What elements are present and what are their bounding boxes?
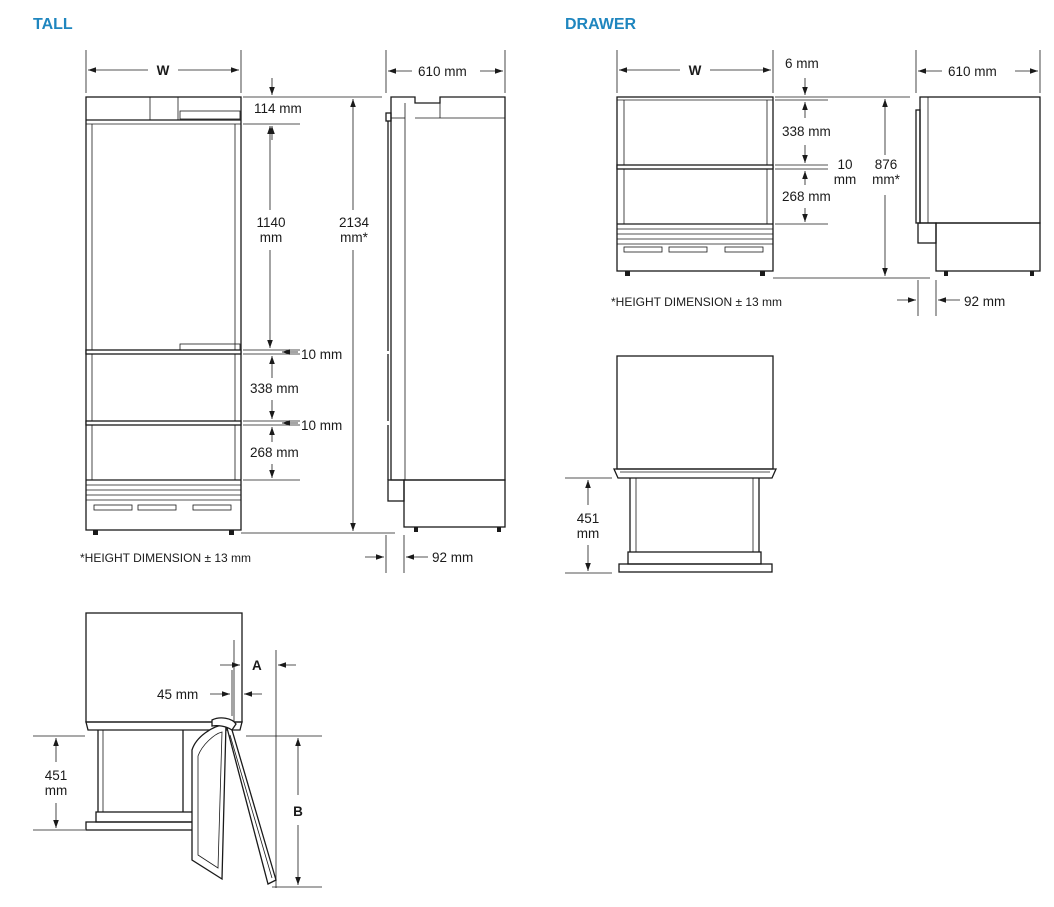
tall-total-height-unit: mm* (340, 230, 368, 245)
tall-gap-2-dim: 10 mm (301, 418, 342, 433)
tall-toe-kick-dimension (365, 535, 428, 573)
drawer-height-ticks (773, 78, 930, 279)
clearance-open-height-dimension (33, 735, 85, 831)
drawer-section-title: DRAWER (565, 16, 637, 33)
drawer-total-height-unit: mm* (872, 172, 900, 187)
tall-width-label: W (157, 63, 170, 78)
drawer-depth-dimension (915, 50, 1041, 93)
clearance-offset-label: 45 mm (157, 687, 198, 702)
drawer-height-note: *HEIGHT DIMENSION ± 13 mm (611, 295, 782, 309)
tall-total-height-value: 2134 (339, 215, 370, 230)
tall-gap-1-dim: 10 mm (301, 347, 342, 362)
drawer-toe-kick-dimension (897, 280, 960, 316)
tall-door-upper-unit: mm (260, 230, 283, 245)
drawer-width-label: W (689, 63, 702, 78)
clearance-open-unit: mm (45, 783, 68, 798)
drawer-depth-label: 610 mm (948, 64, 997, 79)
drawer-open-unit: mm (577, 526, 600, 541)
drawer-gap-value: 10 (837, 157, 852, 172)
tall-door-upper-value: 1140 (256, 215, 285, 230)
clearance-top-view (85, 612, 277, 885)
tall-section-title: TALL (33, 16, 73, 33)
drawer-gap-unit: mm (834, 172, 857, 187)
drawer-toe-depth-label: 92 mm (964, 294, 1005, 309)
drawer-top-gap-dim: 6 mm (785, 56, 819, 71)
tall-top-section-dim: 114 mm (254, 101, 302, 116)
tall-drawer-lower-dim: 268 mm (250, 445, 299, 460)
drawer-open-height-dimension (565, 477, 612, 574)
tall-drawer-upper-dim: 338 mm (250, 381, 299, 396)
tall-depth-label: 610 mm (418, 64, 467, 79)
clearance-open-value: 451 (45, 768, 68, 783)
tall-front-view (85, 96, 242, 535)
drawer-lower-dim: 268 mm (782, 189, 831, 204)
drawer-open-view (612, 355, 778, 573)
clearance-b-label: B (293, 804, 303, 819)
drawer-width-dimension (616, 50, 774, 93)
clearance-a-dimension (220, 650, 296, 888)
drawer-total-height-value: 876 (875, 157, 898, 172)
drawer-upper-dim: 338 mm (782, 124, 831, 139)
clearance-offset-dimension (210, 670, 262, 716)
clearance-a-label: A (252, 658, 262, 673)
drawer-front-view (616, 96, 774, 276)
drawer-side-view (915, 96, 1041, 276)
drawer-open-value: 451 (577, 511, 600, 526)
tall-height-ticks (241, 78, 395, 534)
tall-width-dimension (85, 50, 242, 93)
tall-depth-dimension (385, 50, 506, 93)
tall-side-view (385, 96, 506, 532)
tall-height-note: *HEIGHT DIMENSION ± 13 mm (80, 551, 251, 565)
clearance-b-dimension (246, 735, 322, 888)
tall-toe-depth-label: 92 mm (432, 550, 473, 565)
